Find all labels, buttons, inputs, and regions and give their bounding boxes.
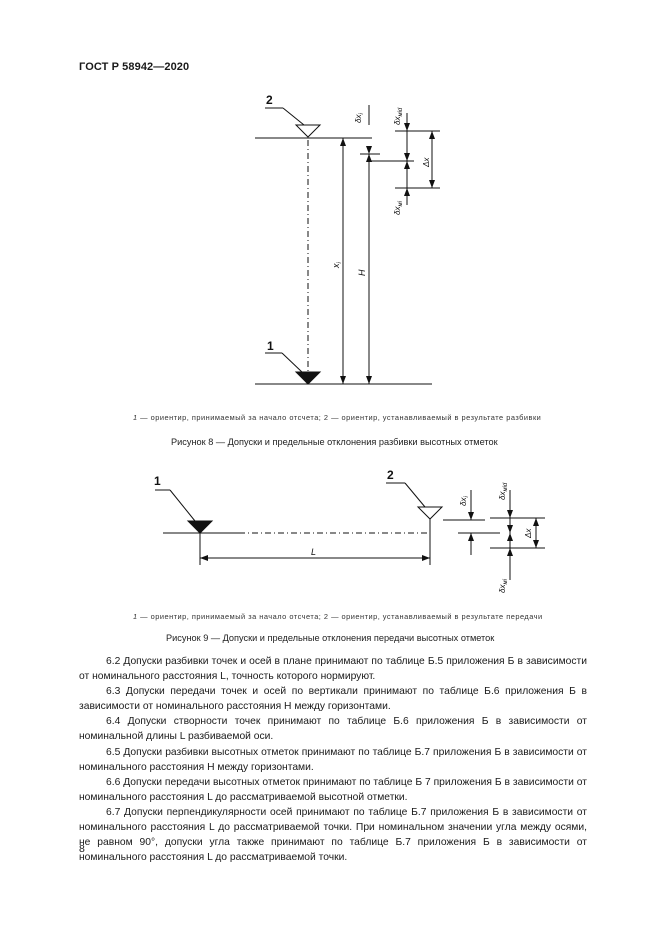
figure9-label-l: L <box>311 547 316 557</box>
figure8-label-dxmid: δxмid <box>393 107 404 125</box>
figure-8-diagram: 2 1 δxi δxмid Δx δxмi xi H <box>255 93 440 385</box>
figure8-caption: Рисунок 8 — Допуски и предельные отклоне… <box>171 437 498 447</box>
figure8-legend: 1 — ориентир, принимаемый за начало отсч… <box>133 413 542 422</box>
figure-9-diagram: 1 2 L δxi δxмid Δx δxмi <box>154 470 545 593</box>
figure9-label-dx: Δx <box>524 528 533 539</box>
figure9-label-dxmid: δxмid <box>498 482 509 500</box>
figure8-label-dxi: δxi <box>354 113 365 123</box>
figure8-label-dxmi: δxмi <box>393 200 404 215</box>
paragraph-6-2: 6.2 Допуски разбивки точек и осей в план… <box>79 656 587 683</box>
paragraph-6-5: 6.5 Допуски разбивки высотных отметок пр… <box>79 746 587 773</box>
figure9-marker-2: 2 <box>387 470 394 482</box>
body-text: 6.2 Допуски разбивки точек и осей в план… <box>79 654 587 865</box>
figure9-legend: 1 — ориентир, принимаемый за начало отсч… <box>133 612 543 621</box>
figure9-caption: Рисунок 9 — Допуски и предельные отклоне… <box>166 633 495 643</box>
figure8-marker-2: 2 <box>266 93 273 107</box>
figure8-label-dx: Δx <box>422 157 431 168</box>
page-number: 8 <box>79 843 85 855</box>
figure9-label-dxi: δxi <box>459 496 470 506</box>
figure8-label-xi: xi <box>331 262 343 270</box>
paragraph-6-4: 6.4 Допуски створности точек принимают п… <box>79 716 587 743</box>
figure8-label-h: H <box>357 269 367 276</box>
figure8-marker-1: 1 <box>267 339 274 353</box>
figure9-label-dxmi: δxмi <box>498 578 509 593</box>
figure9-marker-1: 1 <box>154 474 161 488</box>
document-header: ГОСТ Р 58942—2020 <box>79 61 190 73</box>
paragraph-6-3: 6.3 Допуски передачи точек и осей по вер… <box>79 686 587 713</box>
paragraph-6-7: 6.7 Допуски перпендикулярности осей прин… <box>79 806 587 864</box>
paragraph-6-6: 6.6 Допуски передачи высотных отметок пр… <box>79 776 587 803</box>
